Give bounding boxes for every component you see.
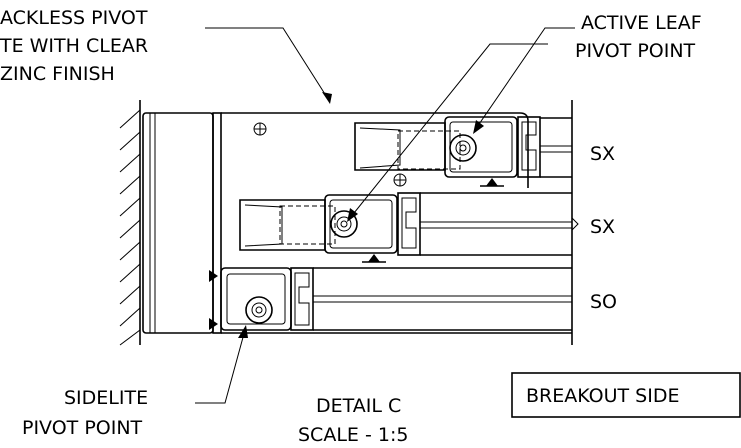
active-leaf-label-line2: PIVOT POINT [575, 40, 696, 62]
detail-title: DETAIL C [316, 395, 401, 417]
top-left-label-line2: TE WITH CLEAR [0, 35, 148, 57]
sidelite-label-line1: SIDELITE [64, 387, 148, 409]
upper-pivot-assembly [354, 116, 541, 187]
glass-panels [221, 100, 579, 345]
top-left-label-line1: ACKLESS PIVOT [0, 7, 148, 29]
breakout-side-label: BREAKOUT SIDE [526, 385, 679, 407]
jamb-frame [142, 112, 222, 334]
middle-pivot-assembly [239, 192, 421, 263]
so-label: SO [590, 291, 617, 313]
leader-lines [195, 27, 575, 404]
sx-label-2: SX [590, 216, 615, 238]
detail-scale: SCALE - 1:5 [298, 424, 408, 446]
pivot-plate [221, 112, 529, 187]
wall-hatching [119, 100, 141, 346]
active-leaf-label-line1: ACTIVE LEAF [581, 12, 702, 34]
breakout-box [511, 372, 741, 418]
sidelite-label-line2: PIVOT POINT [22, 417, 143, 439]
top-left-label-line3: ZINC FINISH [0, 63, 115, 85]
sx-label-1: SX [590, 143, 615, 165]
sidelite-pivot-assembly [209, 267, 314, 331]
